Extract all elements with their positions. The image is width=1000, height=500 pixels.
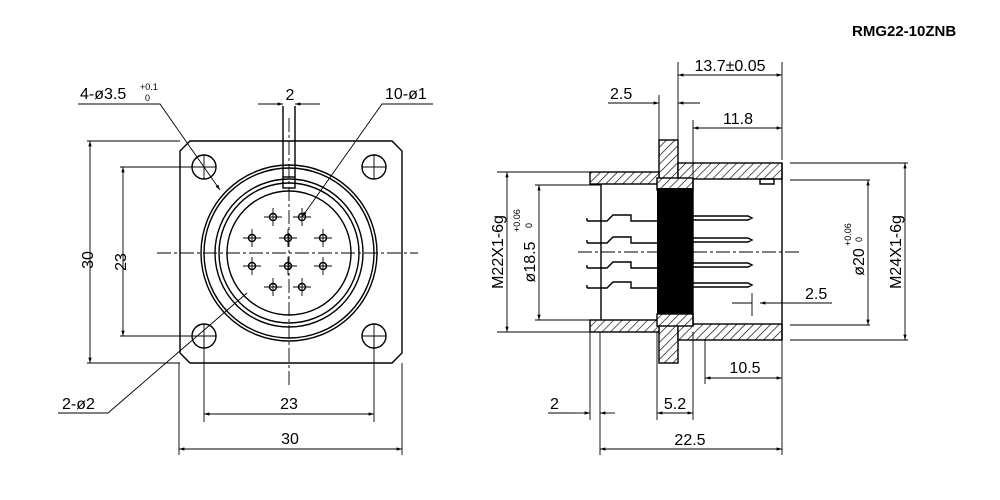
leader-contacts <box>301 103 433 218</box>
contact-pins <box>243 208 332 296</box>
front-sleeve-top <box>677 162 783 180</box>
dim-label: 2 <box>286 87 295 104</box>
front-view: 30 23 23 30 2 4-ø3.5 +0.1 0 10-ø1 2-ø2 <box>58 82 433 455</box>
side-contact-pin <box>586 261 754 269</box>
dim-label: 2.5 <box>610 86 632 103</box>
center-lines <box>157 118 418 386</box>
dim-label: ø20 <box>851 248 868 276</box>
dim-label: 23 <box>280 396 298 413</box>
rear-sleeve-top <box>589 171 660 185</box>
dim-label: 30 <box>80 251 97 269</box>
tolerance-upper: +0.06 <box>843 223 853 246</box>
leader-guide <box>58 292 248 414</box>
mount-holes-callout: 4-ø3.5 <box>80 86 126 103</box>
dim-label: ø18.5 <box>522 241 539 282</box>
key-lines <box>282 106 296 177</box>
dim-label: M22X1-6g <box>490 215 507 289</box>
dim-label: 11.8 <box>723 111 753 128</box>
dim-label: 13.7±0.05 <box>694 58 765 75</box>
guide-callout: 2-ø2 <box>62 396 95 413</box>
insulator-block <box>657 188 693 314</box>
rear-sleeve-bottom <box>589 319 660 333</box>
dim-label: 10.5 <box>729 360 760 377</box>
insulator-collar <box>656 313 694 327</box>
part-number-title: RMG22-10ZNB <box>852 23 956 40</box>
side-contact-pins <box>586 214 754 289</box>
dim-label: 2 <box>550 396 559 413</box>
tolerance-upper: +0.1 <box>140 82 158 92</box>
dim-label: 5.2 <box>664 396 686 413</box>
dim-label: 30 <box>281 431 299 448</box>
dim-label: 22.5 <box>674 432 705 449</box>
side-view: 13.7±0.05 2.5 11.8 10.5 5.2 2 22.5 2.5 M… <box>490 58 908 455</box>
tolerance-lower: 0 <box>145 93 150 103</box>
side-contact-pin <box>586 281 754 289</box>
leader-mount-holes <box>78 103 221 191</box>
contacts-callout: 10-ø1 <box>385 86 427 103</box>
dim-label: 2.5 <box>805 286 827 303</box>
tolerance-lower: 0 <box>524 223 534 228</box>
side-contact-pin <box>586 214 754 222</box>
dim-label: M24X1-6g <box>888 215 905 289</box>
mounting-flange-outline <box>179 140 403 364</box>
tolerance-lower: 0 <box>854 237 864 242</box>
side-contact-pin <box>586 236 754 244</box>
dim-label: 23 <box>113 253 130 271</box>
tolerance-upper: +0.06 <box>512 209 522 232</box>
